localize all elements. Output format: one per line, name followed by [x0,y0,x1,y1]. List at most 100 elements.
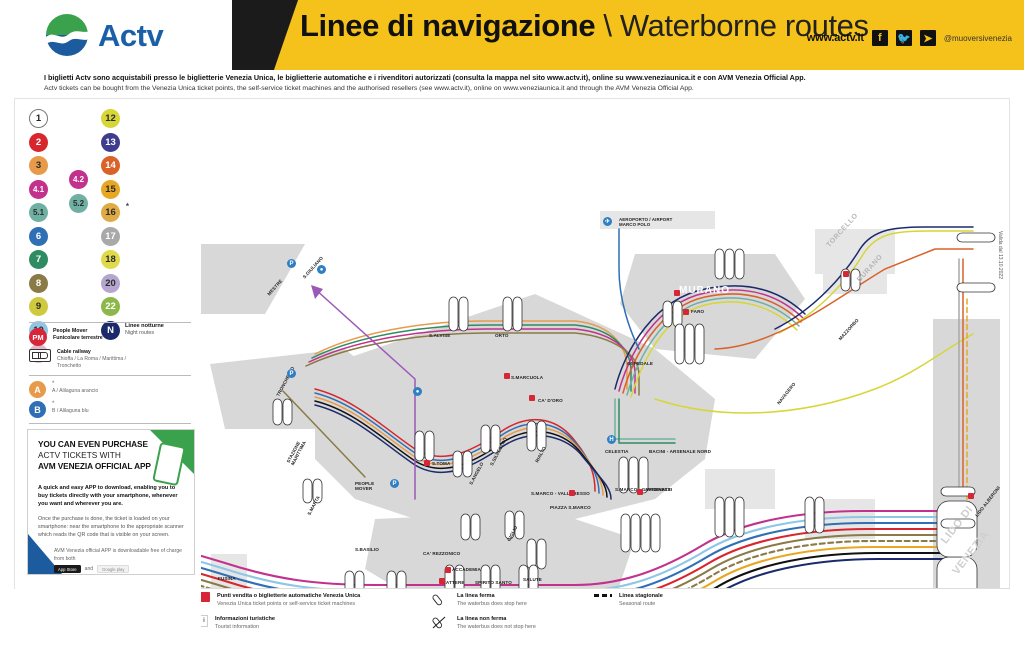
twitter-icon[interactable]: 🐦 [895,30,912,46]
actv-wave-logo-icon [44,12,90,58]
map-canvas: .lnd { fill:#d8d8d8; } .lnd2 { fill:#e6e… [15,211,1000,639]
airplane-icon-marco-polo: ✈ [603,217,612,226]
line-badge-n[interactable]: N [101,320,120,340]
seasonal-it: Linea stagionale [619,593,663,599]
no-stops-legend-item: La linea non ferma The waterbus does not… [432,615,536,631]
people-mover-legend: PM People Mover Funicolare terrestre [29,328,191,346]
tourist-info-it: Informazioni turistiche [215,616,275,622]
night-label-it: Linee notturne [125,323,164,329]
stop-yes-icon [432,594,443,606]
alilaguna-b-legend: B * B / Alilaguna blu [29,401,191,418]
seasonal-legend-item: Linea stagionale Seasonal route [594,592,663,608]
social-handle: @muoversivenezia [943,33,1012,43]
line-badge-3[interactable]: 3 [29,156,48,175]
station-label-s-marcuola: S.MARCUOLA [511,375,544,380]
line-badge-20[interactable]: 20 [101,273,120,293]
area-label-murano: MURANO [679,285,730,296]
bus-icon-mestre: ● [317,265,326,274]
tram-icon [29,349,51,362]
parking-icon-tronchetto: P [287,369,296,378]
site-url[interactable]: www.actv.lt [806,32,864,44]
poi-burano-ticket[interactable] [843,271,849,277]
station-label-ospedale: OSPEDALE [627,361,654,366]
line-badge-4-1[interactable]: 4.1 [29,179,48,199]
telegram-icon[interactable]: ➤ [919,30,936,46]
line-badge-2[interactable]: 2 [29,132,48,152]
station-label-s-marco-giardinetti: S.MARCO - GIARDINETTI [615,487,673,492]
line-badge-12[interactable]: 12 [101,109,120,128]
station-label-s-basilio: S.BASILIO [355,547,379,552]
title-separator: \ [595,8,620,43]
legend-extra-section: PM People Mover Funicolare terrestre Cab… [29,317,191,446]
alilaguna-a-legend: A * A / Alilaguna arancio [29,381,191,398]
night-routes-legend: N Linee notturne Night routes [101,320,164,340]
poi-s-marcuola-ticket[interactable] [504,373,510,379]
google-play-badge[interactable]: Google play [97,565,130,574]
station-label-fusina: FUSINA [218,576,236,581]
ticket-points-it: Punti vendita o biglietterie automatiche… [217,593,361,599]
line-badge-5-2[interactable]: 5.2 [69,193,88,213]
app-store-badge[interactable]: App Store [54,565,81,574]
parking-icon-piazzale-roma: P [390,479,399,488]
poi-faro-ticket[interactable] [683,309,689,315]
poi-lido-alberoni-ticket[interactable] [968,493,974,499]
actv-logo-text: Actv [98,17,164,53]
line-badge-1[interactable]: 1 [29,109,48,128]
map-legend-panel: 1 2 3 4.1 5.1 6 7 8 9 10 11 4.2 5.2 12 1… [15,99,201,639]
no-stops-en: The waterbus does not stop here [457,624,536,630]
line-badge-17[interactable]: 17 [101,226,120,246]
ticket-icon [200,592,210,602]
poi-murano-ticket[interactable] [674,290,680,296]
station-label-celestia: CELESTIA [605,449,629,454]
line-badge-18[interactable]: 18 [101,250,120,269]
stops-here-legend-item: La linea ferma The waterbus does stop he… [432,592,536,608]
actv-logo[interactable]: Actv [44,12,164,58]
line-badge-14[interactable]: 14 [101,156,120,175]
stops-here-en: The waterbus does stop here [457,601,527,607]
alilaguna-a-badge[interactable]: A [29,381,46,398]
line-badge-8[interactable]: 8 [29,273,48,293]
info-icon: i [200,615,208,627]
app-store-badges: App Store and Google play [38,565,186,574]
poi-s-toma-ticket[interactable] [424,460,430,466]
tourist-info-legend-item: i Informazioni turistiche Tourist inform… [200,615,360,631]
line-badge-4-2[interactable]: 4.2 [69,170,88,189]
bottom-legend-col-tickets: Punti vendita o biglietterie automatiche… [200,592,360,638]
people-mover-title-it: People Mover [53,328,88,334]
poi-accademia-ticket[interactable] [445,567,451,573]
line-badge-5-1[interactable]: 5.1 [29,203,48,222]
line-badge-15[interactable]: 15 [101,179,120,199]
poi-arsenale-ticket[interactable] [637,489,643,495]
bottom-legend-divider [14,588,1010,589]
poi-s-marco-ticket[interactable] [569,490,575,496]
app-promo-box[interactable]: YOU CAN EVEN PURCHASE ACTV TICKETS WITH … [27,429,195,575]
legend-divider-1 [29,322,191,323]
line-badge-9[interactable]: 9 [29,297,48,316]
stops-here-it: La linea ferma [457,593,495,599]
station-label-ca-doro: CA' D'ORO [538,398,563,403]
page-title: Linee di navigazione \ Waterborne routes [300,8,869,44]
facebook-icon[interactable]: f [871,30,888,46]
route-map[interactable]: .lnd { fill:#d8d8d8; } .lnd2 { fill:#e6e… [14,98,1010,640]
alilaguna-a-star: * [52,381,55,387]
ticket-points-legend-item: Punti vendita o biglietterie automatiche… [200,592,360,608]
station-label-arsenale: ARSENALE [645,487,672,492]
ticket-points-en: Venezia Unica ticket points or self-serv… [217,601,356,607]
poi-zattere-ticket[interactable] [439,578,445,584]
station-label-spirito-santo: SPIRITO SANTO [475,580,512,585]
ticket-notice-en: Actv tickets can be bought from the Vene… [44,85,694,92]
poi-ca-doro-ticket[interactable] [529,395,535,401]
dashed-line-icon [594,594,612,597]
app-promo-p3: AVM Venezia official APP is downloadable… [54,548,182,563]
people-mover-badge[interactable]: PM [29,328,47,346]
line-badge-22[interactable]: 22 [101,297,120,316]
line-badge-16-star: * [125,202,129,211]
alilaguna-b-badge[interactable]: B [29,401,46,418]
cable-railway-title-en: Cable railway [57,349,91,355]
no-stops-it: La linea non ferma [457,616,507,622]
line-badge-6[interactable]: 6 [29,226,48,246]
line-badge-16[interactable]: 16 * [101,202,129,222]
line-badge-13[interactable]: 13 [101,132,120,152]
line-badge-7[interactable]: 7 [29,250,48,269]
